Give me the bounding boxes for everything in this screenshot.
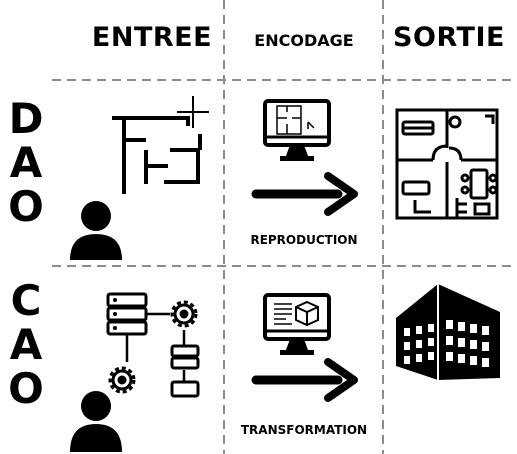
row-label-cao-2: A (9, 320, 43, 369)
gear-icon (170, 300, 198, 328)
gear-icon (108, 366, 136, 394)
person-icon (70, 391, 122, 452)
row-label-dao-1: D (8, 94, 44, 143)
floor-plan-icon (395, 108, 499, 220)
caption-reproduction: REPRODUCTION (250, 233, 358, 247)
row-label-dao-3: O (8, 182, 44, 231)
row-label-cao-1: C (10, 276, 42, 325)
caption-transformation: TRANSFORMATION (240, 423, 368, 437)
person-icon (70, 201, 122, 260)
row-label-cao-3: O (8, 364, 44, 413)
monitor-3d-model-icon (263, 293, 331, 355)
floor-sketch-icon (112, 96, 209, 194)
header-encodage: ENCODAGE (254, 31, 354, 50)
header-sortie: SORTIE (393, 22, 505, 53)
monitor-floorplan-icon (263, 99, 331, 161)
row-label-dao-2: A (9, 138, 43, 187)
header-entree: ENTREE (91, 22, 213, 53)
arrow-right-icon (251, 172, 358, 216)
building-icon (396, 284, 500, 380)
arrow-right-icon (251, 358, 358, 402)
server-gears-flowchart-icon (106, 292, 200, 398)
